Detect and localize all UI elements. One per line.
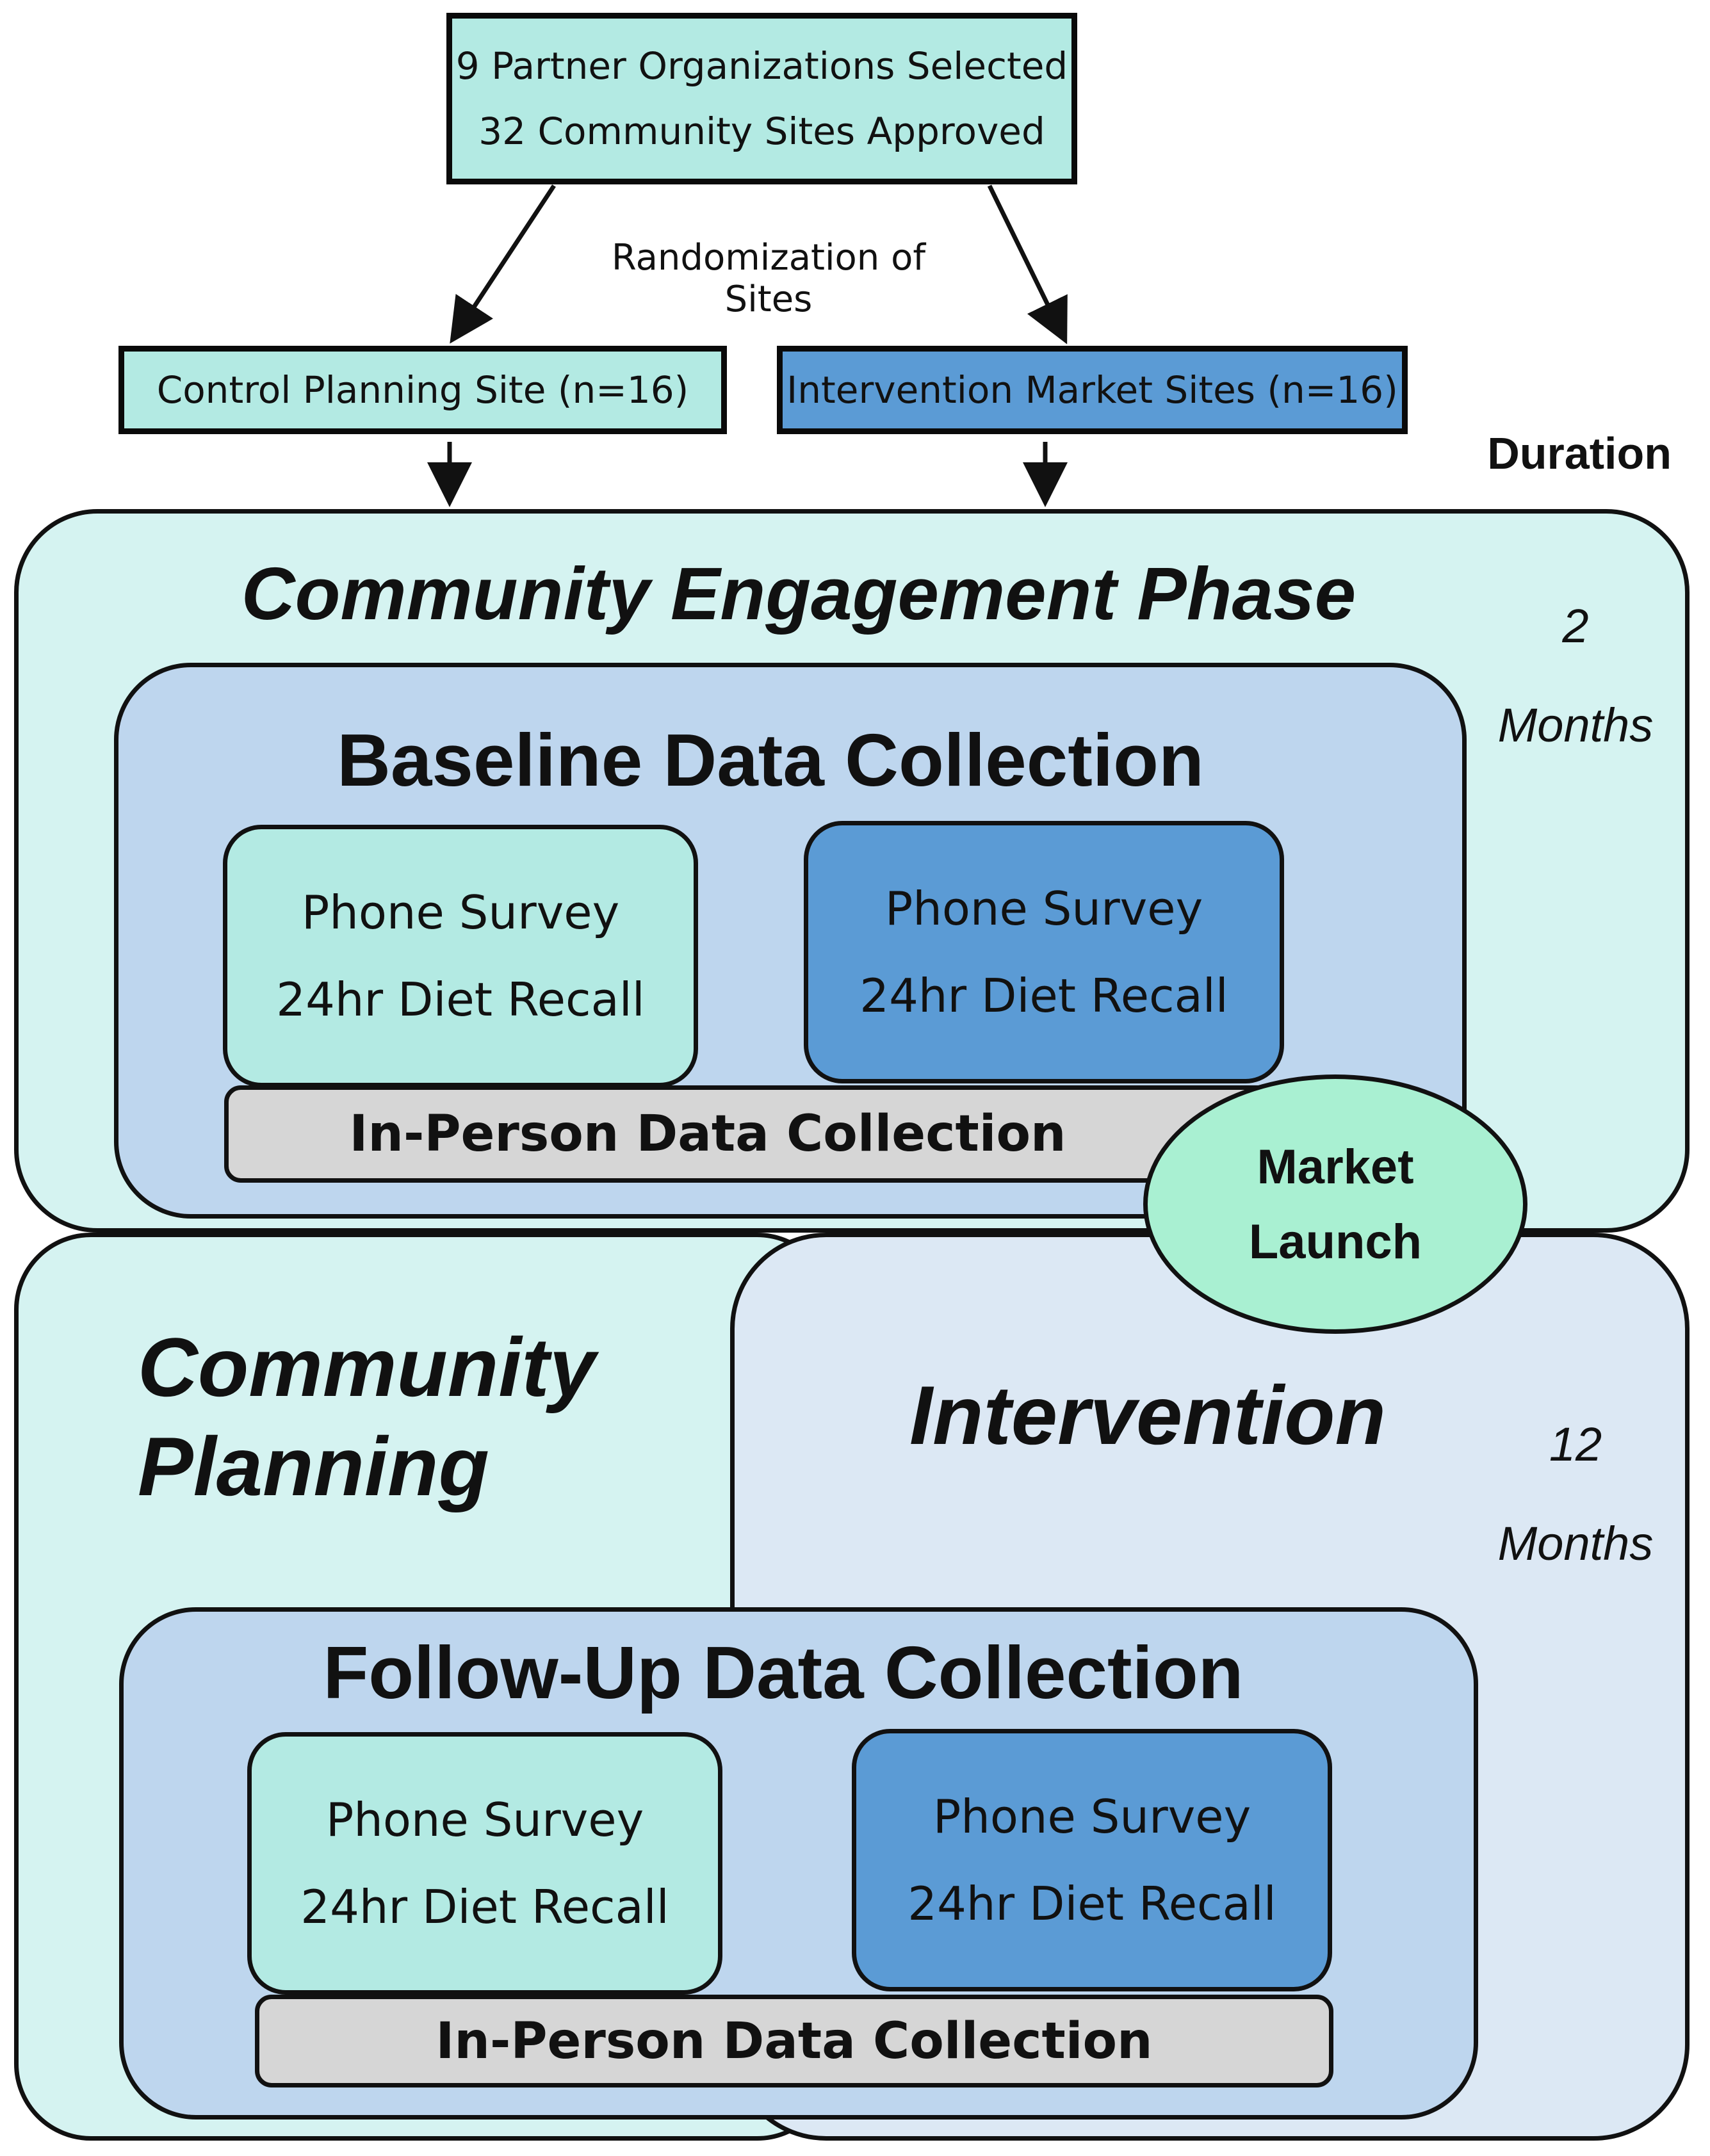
engagement-duration-value: 2 bbox=[1562, 599, 1589, 652]
market-launch-ellipse: Market Launch bbox=[1143, 1074, 1527, 1334]
baseline-control-card: Phone Survey 24hr Diet Recall bbox=[223, 825, 698, 1087]
intervention-market-sites-label: Intervention Market Sites (n=16) bbox=[786, 368, 1398, 412]
follow-up-intervention-diet-recall: 24hr Diet Recall bbox=[908, 1877, 1276, 1931]
community-planning-title-line1: Community bbox=[138, 1320, 596, 1414]
follow-up-control-diet-recall: 24hr Diet Recall bbox=[300, 1880, 669, 1934]
engagement-duration: 2 Months bbox=[1467, 576, 1684, 775]
control-planning-site-box: Control Planning Site (n=16) bbox=[118, 346, 727, 434]
intervention-phase-title: Intervention bbox=[909, 1368, 1386, 1462]
follow-up-control-phone-survey: Phone Survey bbox=[325, 1793, 644, 1847]
sites-approved-text: 32 Community Sites Approved bbox=[478, 109, 1045, 153]
follow-up-in-person-label: In-Person Data Collection bbox=[436, 2012, 1153, 2070]
randomization-label: Randomization of Sites bbox=[611, 237, 926, 320]
arrow-to-control bbox=[450, 184, 556, 344]
follow-up-in-person-bar: In-Person Data Collection bbox=[255, 1995, 1333, 2087]
intervention-duration-value: 12 bbox=[1549, 1418, 1602, 1471]
baseline-in-person-bar: In-Person Data Collection bbox=[224, 1085, 1313, 1183]
arrow-to-intervention bbox=[987, 184, 1068, 344]
intervention-duration-unit: Months bbox=[1497, 1517, 1654, 1570]
community-planning-title-line2: Planning bbox=[138, 1420, 489, 1513]
follow-up-intervention-phone-survey: Phone Survey bbox=[932, 1790, 1251, 1844]
partner-count-text: 9 Partner Organizations Selected bbox=[455, 44, 1068, 88]
baseline-in-person-label: In-Person Data Collection bbox=[349, 1105, 1066, 1163]
community-engagement-title: Community Engagement Phase bbox=[241, 552, 1356, 635]
duration-header: Duration bbox=[1487, 428, 1672, 478]
market-launch-line1: Market bbox=[1257, 1139, 1414, 1194]
intervention-duration: 12 Months bbox=[1467, 1395, 1684, 1593]
follow-up-title: Follow-Up Data Collection bbox=[323, 1631, 1244, 1714]
baseline-intervention-phone-survey: Phone Survey bbox=[884, 882, 1203, 936]
baseline-control-phone-survey: Phone Survey bbox=[301, 886, 620, 939]
follow-up-intervention-card: Phone Survey 24hr Diet Recall bbox=[852, 1729, 1332, 1991]
control-planning-site-label: Control Planning Site (n=16) bbox=[156, 368, 689, 412]
market-launch-line2: Launch bbox=[1248, 1214, 1422, 1269]
community-planning-title: Community Planning bbox=[138, 1318, 596, 1516]
follow-up-control-card: Phone Survey 24hr Diet Recall bbox=[247, 1732, 722, 1995]
baseline-title: Baseline Data Collection bbox=[337, 718, 1204, 802]
baseline-control-diet-recall: 24hr Diet Recall bbox=[276, 973, 645, 1026]
baseline-intervention-card: Phone Survey 24hr Diet Recall bbox=[804, 821, 1284, 1083]
baseline-intervention-diet-recall: 24hr Diet Recall bbox=[859, 969, 1228, 1023]
intervention-market-sites-box: Intervention Market Sites (n=16) bbox=[777, 346, 1408, 434]
partner-sites-box: 9 Partner Organizations Selected 32 Comm… bbox=[446, 13, 1077, 184]
engagement-duration-unit: Months bbox=[1497, 699, 1654, 752]
